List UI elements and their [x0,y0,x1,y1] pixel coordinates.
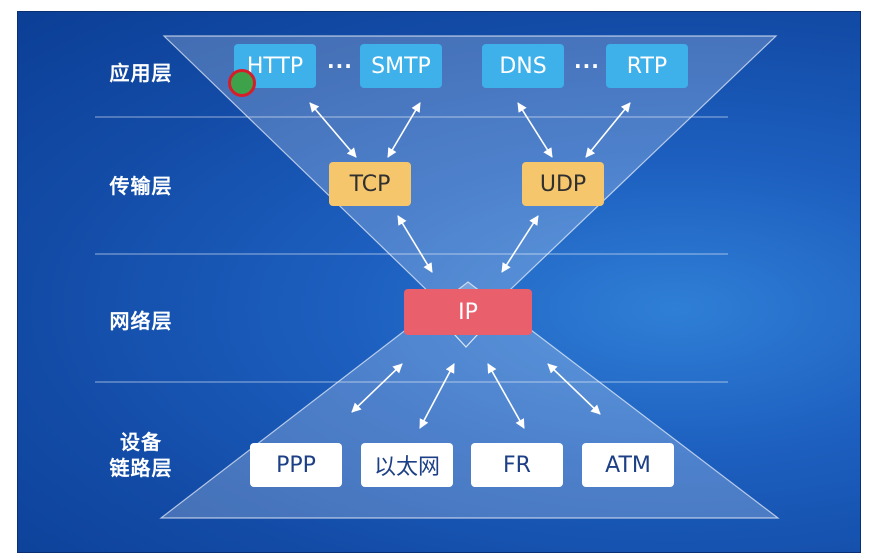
protocol-rtp: RTP [606,44,688,88]
arrow-smtp-tcp [387,102,421,158]
ip-notch [453,333,479,348]
protocol-ethernet: 以太网 [361,443,453,487]
layer-label-network: 网络层 [109,309,173,333]
layer-label-link-line1: 设备 [120,430,162,454]
protocol-smtp: SMTP [360,44,442,88]
arrow-http-tcp [309,102,357,158]
protocol-atm: ATM [582,443,674,487]
arrow-dns-udp [517,102,553,158]
layer-label-link: 设备 链路层 [96,430,186,480]
arrow-ip-atm [547,363,601,415]
ellipsis-1: ··· [327,54,353,78]
arrow-rtp-udp [585,102,631,158]
arrow-ip-ppp [351,363,403,413]
layer-label-link-line2: 链路层 [109,456,173,480]
protocol-udp: UDP [522,162,604,206]
protocol-dns: DNS [482,44,564,88]
protocol-fr: FR [471,443,563,487]
arrow-ip-ethernet [419,363,455,429]
protocol-ip: IP [404,289,532,335]
arrow-udp-ip [501,215,539,273]
layer-label-transport: 传输层 [109,174,173,198]
diagram-slide: 应用层 传输层 网络层 设备 链路层 HTTP ··· SMTP DNS ···… [17,11,861,553]
arrow-ip-fr [487,363,525,429]
protocol-ppp: PPP [250,443,342,487]
arrow-tcp-ip [397,215,433,273]
protocol-tcp: TCP [329,162,411,206]
pointer-cursor [228,69,256,97]
ellipsis-2: ··· [574,54,600,78]
layer-label-application: 应用层 [109,61,173,85]
